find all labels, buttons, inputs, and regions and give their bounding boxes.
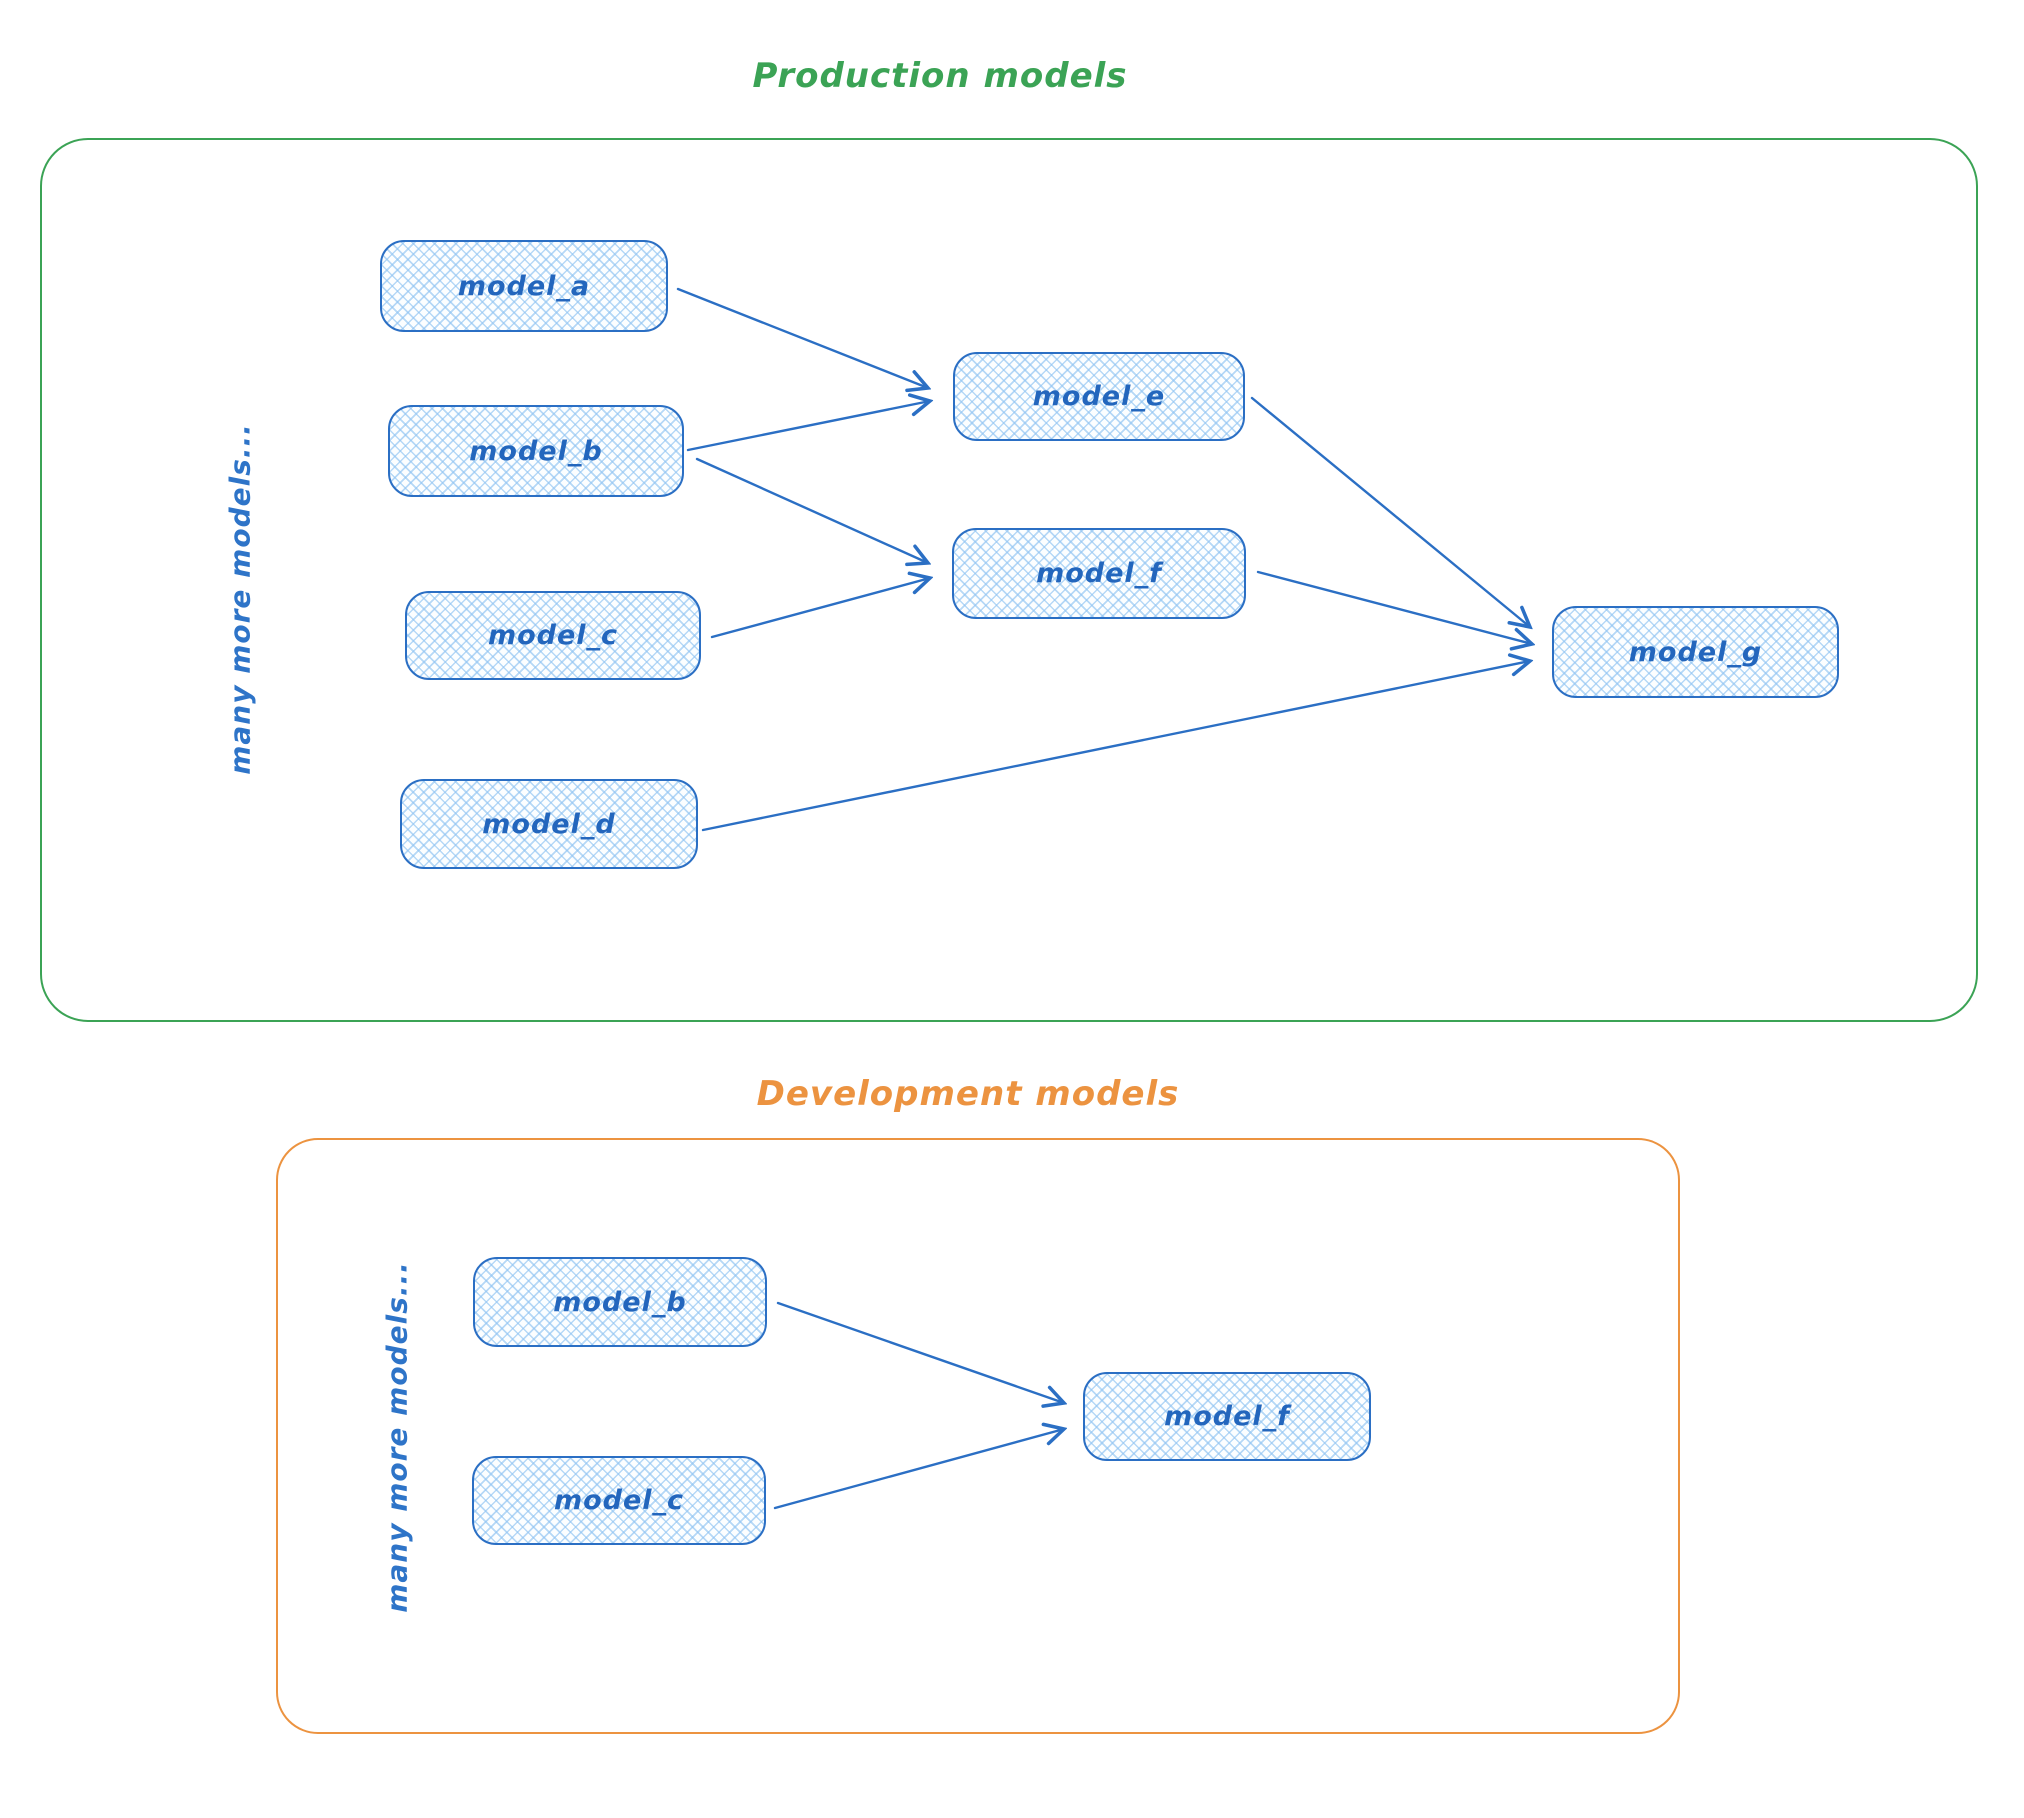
node-label: model_f <box>1164 1401 1290 1432</box>
production-section-title: Production models <box>752 56 1128 96</box>
node-label: model_b <box>469 435 603 467</box>
node-label: model_a <box>457 270 591 302</box>
node-production-model-c: model_c <box>405 591 701 680</box>
development-section-title: Development models <box>756 1074 1180 1114</box>
node-label: model_g <box>1628 636 1763 668</box>
node-production-model-g: model_g <box>1552 606 1839 698</box>
node-production-model-f: model_f <box>952 528 1246 619</box>
production-side-note: many more models... <box>223 423 257 775</box>
node-label: model_e <box>1032 381 1166 412</box>
development-section-frame <box>276 1138 1680 1734</box>
node-production-model-d: model_d <box>400 779 698 869</box>
node-production-model-e: model_e <box>953 352 1245 441</box>
node-label: model_d <box>482 808 616 840</box>
node-label: model_b <box>553 1286 687 1318</box>
node-label: model_c <box>487 620 619 651</box>
node-production-model-a: model_a <box>380 240 668 332</box>
node-production-model-b: model_b <box>388 405 684 497</box>
node-development-model-b: model_b <box>473 1257 767 1347</box>
production-section-frame <box>40 138 1978 1022</box>
node-label: model_c <box>553 1485 685 1516</box>
node-label: model_f <box>1036 558 1162 589</box>
node-development-model-f: model_f <box>1083 1372 1371 1461</box>
development-side-note: many more models... <box>380 1261 414 1613</box>
node-development-model-c: model_c <box>472 1456 766 1545</box>
